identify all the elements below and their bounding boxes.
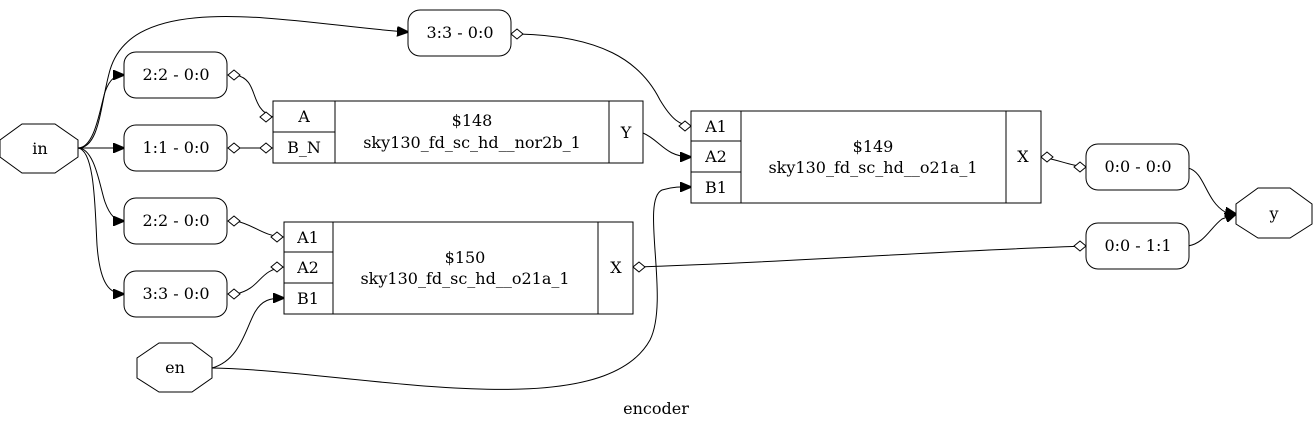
cell-148-pin-A: A (297, 107, 310, 126)
diamond-icon (259, 111, 273, 123)
slice-node-0-0-out[interactable]: 0:0 - 0:0 (1085, 143, 1190, 191)
port-y-label: y (1268, 204, 1278, 223)
cell-149-pin-A2: A2 (704, 147, 727, 166)
slice-label: 2:2 - 0:0 (142, 211, 209, 230)
slice-label: 1:1 - 0:0 (142, 138, 209, 157)
cell-149-pin-B1: B1 (705, 178, 727, 197)
cell-149-type: sky130_fd_sc_hd__o21a_1 (768, 158, 977, 177)
diamond-icon (270, 261, 284, 273)
cell-149-pin-X: X (1017, 147, 1029, 166)
diagram-title: encoder (623, 399, 689, 418)
diamond-icon (678, 120, 692, 132)
diamond-icon (259, 142, 273, 154)
cell-149-id: $149 (853, 137, 894, 156)
port-en[interactable]: en (136, 342, 213, 393)
diamond-icon (270, 231, 284, 243)
diamond-icon (227, 288, 241, 300)
slice-label: 3:3 - 0:0 (426, 23, 493, 42)
cell-150-type: sky130_fd_sc_hd__o21a_1 (360, 269, 569, 288)
diamond-icon (632, 261, 646, 273)
cell-150-pin-A2: A2 (296, 258, 319, 277)
cell-149-o21a[interactable]: A1 A2 B1 $149 sky130_fd_sc_hd__o21a_1 X (690, 110, 1042, 204)
edge-slice-0-1-to-y (1187, 214, 1236, 247)
slice-node-1-1[interactable]: 1:1 - 0:0 (123, 124, 228, 172)
slice-label: 2:2 - 0:0 (142, 65, 209, 84)
slice-node-2-2-a[interactable]: 2:2 - 0:0 (123, 51, 228, 99)
cell-148-pin-BN: B_N (287, 138, 321, 157)
cell-148-pin-Y: Y (620, 123, 632, 142)
edge-slice-0-0-to-y (1187, 167, 1236, 214)
edge-148-Y-to-149-A2 (642, 132, 691, 157)
diamond-icon (227, 142, 241, 154)
cell-150-pin-A1: A1 (296, 228, 319, 247)
cell-149-pin-A1: A1 (704, 117, 727, 136)
slice-label: 3:3 - 0:0 (142, 284, 209, 303)
diamond-icon (227, 215, 241, 227)
cell-150-pin-X: X (610, 258, 622, 277)
cell-150-pin-B1: B1 (297, 289, 319, 308)
cell-148-id: $148 (452, 111, 493, 130)
slice-label: 0:0 - 0:0 (1104, 157, 1171, 176)
edge-slice-3-3-top-to-149-A1 (518, 33, 692, 127)
edge-in-to-slice-3-3-b (77, 147, 124, 294)
port-in[interactable]: in (0, 123, 79, 174)
diamond-icon (227, 69, 241, 81)
diamond-icon (1073, 161, 1087, 173)
port-en-label: en (165, 358, 185, 377)
edge-en-to-150-B1 (211, 298, 284, 369)
edge-150-X-to-slice-0-1 (632, 245, 1089, 268)
cell-150-id: $150 (445, 248, 486, 267)
edge-in-to-slice-3-3-top (77, 16, 408, 149)
port-diamonds (227, 28, 1087, 300)
diamond-icon (1073, 240, 1087, 252)
port-in-label: in (32, 139, 47, 158)
edge-slice-2-2-a-to-148-A (235, 74, 274, 118)
edge-in-to-slice-2-2-a (77, 75, 124, 149)
diamond-icon (510, 28, 524, 40)
slice-label: 0:0 - 1:1 (1104, 236, 1171, 255)
edges (77, 16, 1236, 390)
cell-148-nor2b[interactable]: A B_N $148 sky130_fd_sc_hd__nor2b_1 Y (272, 100, 644, 164)
slice-node-0-1-out[interactable]: 0:0 - 1:1 (1085, 222, 1190, 270)
diamond-icon (1040, 151, 1054, 163)
edge-en-to-149-B1 (211, 187, 691, 390)
slice-node-3-3-top[interactable]: 3:3 - 0:0 (407, 9, 512, 57)
cell-150-o21a[interactable]: A1 A2 B1 $150 sky130_fd_sc_hd__o21a_1 X (283, 221, 634, 315)
slice-node-3-3-b[interactable]: 3:3 - 0:0 (123, 270, 228, 318)
port-y[interactable]: y (1235, 187, 1313, 239)
edge-in-to-slice-2-2-b (77, 147, 124, 221)
cell-148-type: sky130_fd_sc_hd__nor2b_1 (363, 133, 581, 152)
slice-node-2-2-b[interactable]: 2:2 - 0:0 (123, 197, 228, 245)
